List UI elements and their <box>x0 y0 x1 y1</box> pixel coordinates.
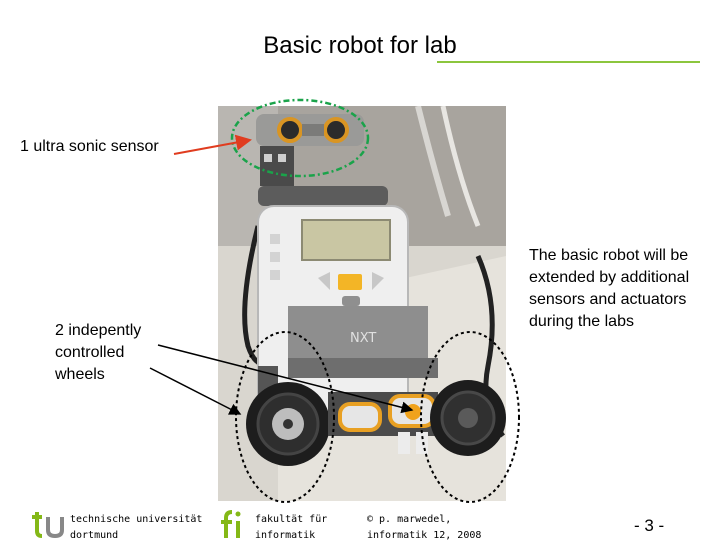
footer-author-line1: © p. marwedel, <box>367 514 452 525</box>
robot-photo: NXT <box>218 106 506 501</box>
wheels-label: 2 indepently controlled wheels <box>55 322 142 383</box>
slide-footer: technische universität dortmund fakultät… <box>0 505 720 541</box>
footer-fak-line1: fakultät für <box>255 514 328 525</box>
footer-uni-line2: dortmund <box>70 530 119 541</box>
extension-note: The basic robot will be extended by addi… <box>529 247 690 330</box>
page-number: - 3 - <box>634 516 665 535</box>
footer-fak-line2: informatik <box>255 530 316 541</box>
slide-title: Basic robot for lab <box>263 32 457 59</box>
footer-author-line2: informatik 12, 2008 <box>367 530 482 541</box>
fi-logo-icon <box>221 510 241 538</box>
footer-uni-line1: technische universität <box>70 514 203 525</box>
sensor-label: 1 ultra sonic sensor <box>20 138 159 155</box>
brick-logo-text: NXT <box>350 331 376 346</box>
tu-logo-icon <box>32 512 64 539</box>
title-underline <box>437 61 700 63</box>
